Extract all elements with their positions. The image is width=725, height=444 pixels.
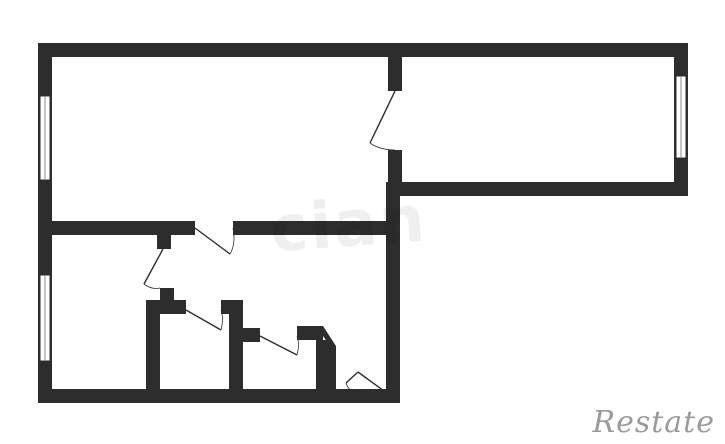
- door-entrance: [345, 371, 385, 397]
- closet2-top: [236, 328, 260, 342]
- door-closet-2: [259, 335, 299, 356]
- watermark-text: cian: [267, 182, 430, 268]
- door-lower-room: [143, 248, 164, 289]
- wall-horizontal-left: [52, 221, 195, 235]
- wall-bottom: [38, 389, 388, 403]
- wall-right-lower: [386, 182, 400, 403]
- wall-partition-upper: [388, 57, 402, 91]
- door-closet-1: [185, 309, 223, 331]
- wall-horizontal-right: [233, 221, 400, 235]
- wall-right-lower-bottom: [390, 182, 688, 196]
- niche-right-bottom: [322, 346, 336, 398]
- window-left-lower: [39, 274, 51, 362]
- wall-stub-1: [157, 235, 171, 249]
- closet1-left: [146, 300, 160, 400]
- window-right: [675, 75, 687, 159]
- niche-corner: [297, 326, 336, 346]
- door-upper-partition: [369, 90, 396, 151]
- door-corridor-top: [194, 227, 235, 255]
- wall-top: [38, 43, 688, 57]
- closet1-right: [229, 300, 243, 400]
- brand-logo-text: Restate: [592, 405, 715, 440]
- interior-walls: [52, 57, 402, 400]
- window-left-upper: [39, 95, 51, 181]
- wall-partition-mid: [388, 150, 402, 196]
- closet1-stub: [160, 288, 174, 308]
